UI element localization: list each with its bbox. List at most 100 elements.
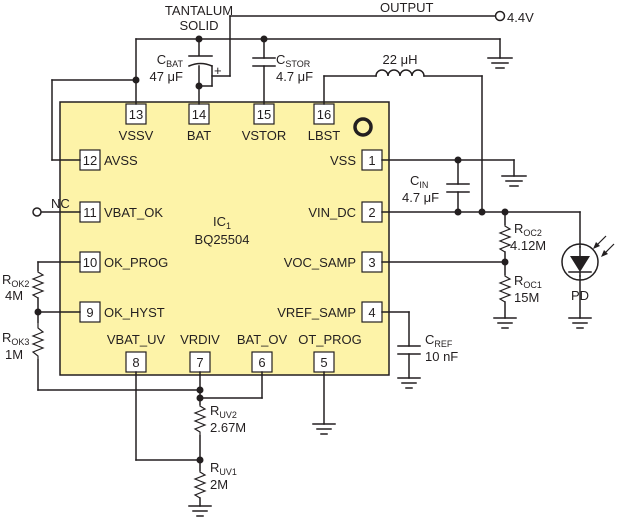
svg-text:15: 15 bbox=[257, 107, 271, 122]
rok2-label: ROK2 bbox=[2, 272, 29, 289]
ground-ruv1-icon bbox=[188, 505, 212, 517]
pd-label: PD bbox=[571, 288, 589, 303]
cstor-capacitor-icon bbox=[252, 57, 276, 67]
svg-text:14: 14 bbox=[192, 107, 206, 122]
pin-3: 3 VOC_SAMP bbox=[284, 251, 383, 273]
pin-10: 10 OK_PROG bbox=[79, 251, 168, 273]
svg-text:6: 6 bbox=[258, 355, 265, 370]
ground-pd-icon bbox=[568, 317, 592, 329]
ruv2-value: 2.67M bbox=[210, 420, 246, 435]
rok3-label: ROK3 bbox=[2, 330, 29, 347]
svg-text:BAT: BAT bbox=[187, 128, 211, 143]
svg-text:VOC_SAMP: VOC_SAMP bbox=[284, 255, 356, 270]
pin-1: 1 VSS bbox=[330, 149, 383, 171]
svg-text:LBST: LBST bbox=[308, 128, 341, 143]
roc1-resistor-icon bbox=[498, 274, 512, 303]
svg-text:9: 9 bbox=[86, 305, 93, 320]
svg-text:1: 1 bbox=[368, 153, 375, 168]
svg-text:OK_HYST: OK_HYST bbox=[104, 305, 165, 320]
pin-9: 9 OK_HYST bbox=[79, 301, 165, 323]
pin-4: 4 VREF_SAMP bbox=[277, 301, 383, 323]
svg-text:VREF_SAMP: VREF_SAMP bbox=[277, 305, 356, 320]
svg-text:VRDIV: VRDIV bbox=[180, 332, 220, 347]
pin-2: 2 VIN_DC bbox=[308, 201, 383, 223]
svg-text:VBAT_UV: VBAT_UV bbox=[107, 332, 166, 347]
svg-text:7: 7 bbox=[196, 355, 203, 370]
rok3-value: 1M bbox=[5, 347, 23, 362]
svg-text:VSSV: VSSV bbox=[119, 128, 154, 143]
roc2-value: 4.12M bbox=[510, 238, 546, 253]
cstor-label: CSTOR bbox=[276, 52, 311, 69]
svg-text:11: 11 bbox=[83, 205, 97, 220]
ruv1-resistor-icon bbox=[193, 470, 207, 499]
ruv1-value: 2M bbox=[210, 477, 228, 492]
tantalum-label: TANTALUM bbox=[165, 3, 233, 18]
solid-label: SOLID bbox=[179, 18, 218, 33]
svg-text:10: 10 bbox=[83, 255, 97, 270]
output-label: OUTPUT bbox=[380, 0, 434, 15]
svg-text:3: 3 bbox=[368, 255, 375, 270]
cbat-label: CBAT bbox=[157, 52, 184, 69]
svg-text:8: 8 bbox=[132, 355, 139, 370]
cref-value: 10 nF bbox=[425, 349, 458, 364]
svg-text:OT_PROG: OT_PROG bbox=[298, 332, 362, 347]
inductor-value: 22 μH bbox=[383, 52, 418, 67]
svg-text:BAT_OV: BAT_OV bbox=[237, 332, 288, 347]
cref-label: CREF bbox=[425, 332, 453, 349]
svg-text:5: 5 bbox=[320, 355, 327, 370]
pin1-marker-icon bbox=[353, 117, 373, 137]
svg-text:16: 16 bbox=[317, 107, 331, 122]
pin-14: 14 BAT bbox=[187, 103, 211, 143]
pin-5: 5 OT_PROG bbox=[298, 332, 362, 373]
cin-value: 4.7 μF bbox=[402, 190, 439, 205]
top-wiring bbox=[51, 10, 506, 213]
nc-label: NC bbox=[51, 196, 70, 211]
svg-text:VIN_DC: VIN_DC bbox=[308, 205, 356, 220]
ic-part-number: BQ25504 bbox=[195, 232, 250, 247]
ic-reference: IC1 bbox=[213, 214, 231, 231]
ruv2-resistor-icon bbox=[193, 404, 207, 436]
nc-terminal-icon bbox=[32, 207, 42, 217]
pin-8: 8 VBAT_UV bbox=[107, 332, 166, 373]
rok2-resistor-icon bbox=[31, 270, 45, 299]
svg-text:4: 4 bbox=[368, 305, 375, 320]
ground-output-icon bbox=[487, 57, 513, 69]
pin-15: 15 VSTOR bbox=[242, 103, 286, 143]
roc1-value: 15M bbox=[514, 290, 539, 305]
ground-vss-icon bbox=[501, 175, 527, 187]
svg-text:OK_PROG: OK_PROG bbox=[104, 255, 168, 270]
ruv2-label: RUV2 bbox=[210, 403, 237, 420]
inductor-icon bbox=[375, 69, 425, 77]
cbat-capacitor-icon bbox=[188, 55, 213, 67]
svg-text:2: 2 bbox=[368, 205, 375, 220]
right-wiring bbox=[381, 156, 581, 379]
cin-capacitor-icon bbox=[446, 183, 470, 193]
svg-text:VSS: VSS bbox=[330, 153, 356, 168]
output-terminal-icon bbox=[494, 10, 506, 22]
photodiode-icon bbox=[561, 235, 615, 281]
svg-text:VBAT_OK: VBAT_OK bbox=[104, 205, 163, 220]
left-wiring bbox=[34, 211, 325, 507]
svg-text:13: 13 bbox=[129, 107, 143, 122]
cin-label: CIN bbox=[410, 173, 428, 190]
roc2-label: ROC2 bbox=[514, 221, 542, 238]
ruv1-label: RUV1 bbox=[210, 460, 237, 477]
pin-16: 16 LBST bbox=[308, 103, 341, 143]
roc2-resistor-icon bbox=[498, 224, 512, 253]
pin-7: 7 VRDIV bbox=[180, 332, 220, 373]
pin-6: 6 BAT_OV bbox=[237, 332, 288, 373]
ground-roc1-icon bbox=[493, 317, 517, 329]
rok2-value: 4M bbox=[5, 288, 23, 303]
cbat-value: 47 μF bbox=[149, 69, 183, 84]
svg-text:12: 12 bbox=[83, 153, 97, 168]
roc1-label: ROC1 bbox=[514, 273, 542, 290]
svg-text:AVSS: AVSS bbox=[104, 153, 138, 168]
rok3-resistor-icon bbox=[31, 322, 45, 360]
cstor-value: 4.7 μF bbox=[276, 69, 313, 84]
cref-capacitor-icon bbox=[397, 345, 421, 355]
cbat-polarity: + bbox=[214, 63, 222, 78]
ground-pin5-icon bbox=[312, 423, 336, 435]
output-voltage-label: 4.4V bbox=[507, 10, 534, 25]
pin-11: 11 VBAT_OK bbox=[79, 201, 163, 223]
